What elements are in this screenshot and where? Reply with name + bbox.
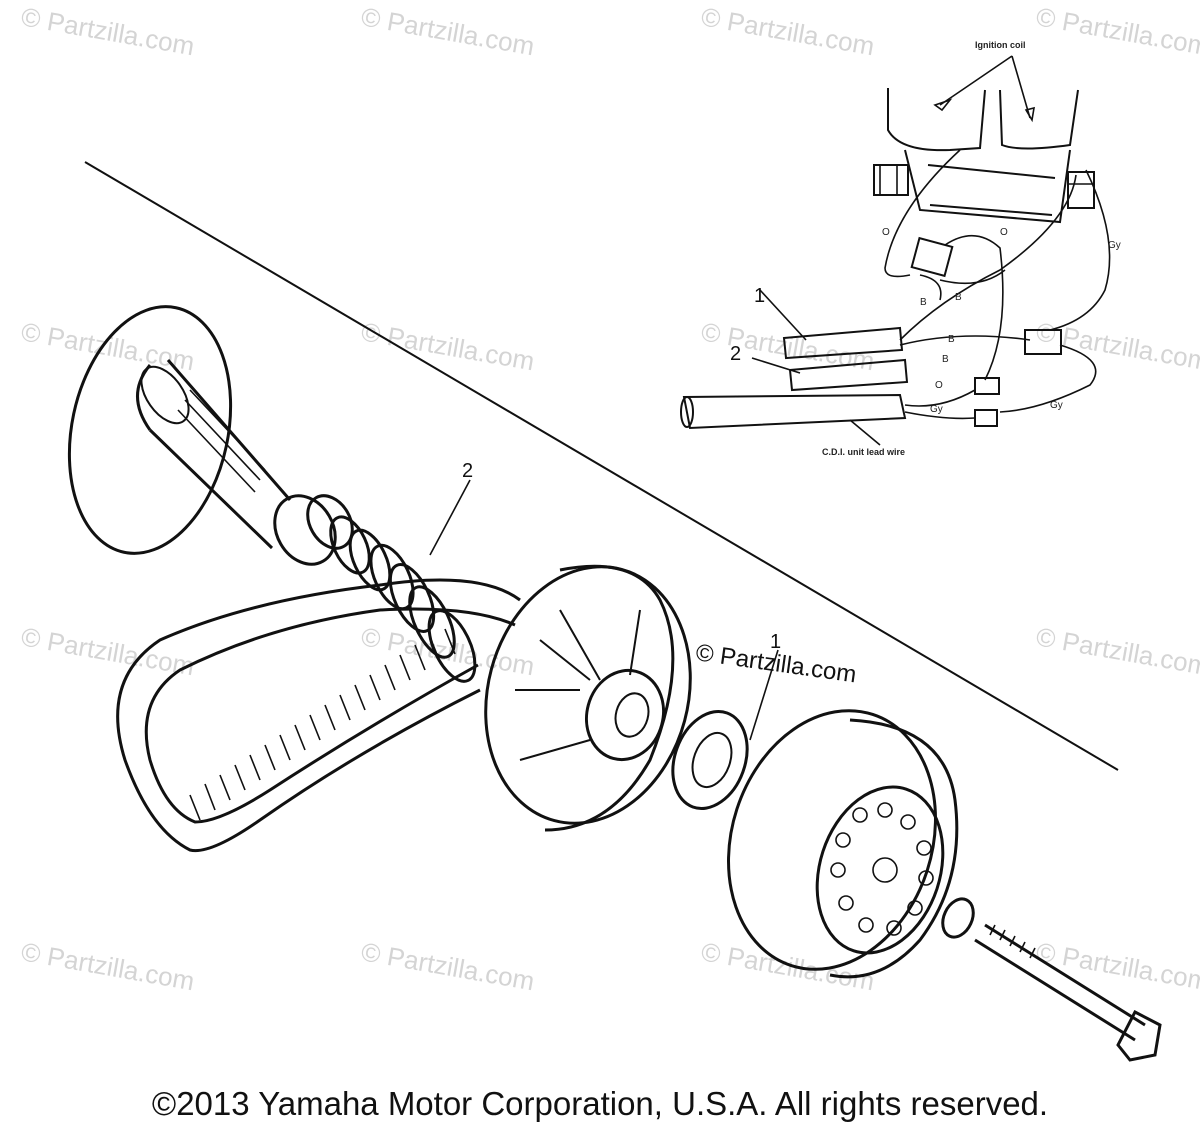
watermark: © Partzilla.com (699, 316, 877, 376)
wire-color: Gy (930, 404, 943, 415)
ignition-coil-label: Ignition coil (975, 40, 1026, 50)
wire-color: B (948, 334, 955, 345)
watermark: © Partzilla.com (359, 316, 537, 376)
wire-color: Gy (1108, 240, 1121, 251)
wire-color: B (942, 354, 949, 365)
wire-color: B (955, 292, 962, 303)
wire-color: B (920, 297, 927, 308)
wire-color: Gy (1050, 400, 1063, 411)
callout-washer: 1 (770, 631, 781, 653)
watermark: © Partzilla.com (359, 936, 537, 996)
watermark: © Partzilla.com (1034, 621, 1200, 681)
sheave-disc (67, 305, 233, 555)
watermark: © Partzilla.com (19, 936, 197, 996)
watermark: © Partzilla.com (1034, 316, 1200, 376)
inset-callout-1: 1 (754, 285, 765, 307)
bolt-head (1116, 1009, 1162, 1062)
divider-line (84, 161, 1119, 771)
watermark: © Partzilla.com (19, 621, 197, 681)
bolt-washer (941, 897, 975, 939)
callout-spring: 2 (462, 460, 473, 482)
drum-holes (830, 802, 934, 936)
copyright-notice: ©2013 Yamaha Motor Corporation, U.S.A. A… (151, 1085, 1049, 1122)
wire-color: O (882, 227, 890, 238)
watermark-grid: © Partzilla.com © Partzilla.com © Partzi… (19, 1, 1200, 996)
belt-teeth (189, 628, 456, 821)
inset-callout-2: 2 (730, 343, 741, 365)
cdi-label: C.D.I. unit lead wire (822, 447, 905, 457)
drive-belt (116, 578, 521, 853)
washer (671, 710, 749, 810)
watermark: © Partzilla.com (699, 936, 877, 996)
watermark: © Partzilla.com (19, 1, 197, 61)
watermark: © Partzilla.com (699, 1, 877, 61)
watermark: © Partzilla.com (19, 316, 197, 376)
watermark: © Partzilla.com (1034, 1, 1200, 61)
shaft-end (136, 364, 152, 431)
watermark: © Partzilla.com (1034, 936, 1200, 996)
ignition-coil-inset: Ignition coil 1 2 (680, 40, 1121, 457)
shaft (148, 359, 292, 550)
clutch-assembly: 2 1 © Partzilla.com (67, 305, 1162, 1062)
wire-color: O (935, 380, 943, 391)
watermark: © Partzilla.com (359, 1, 537, 61)
wire-color: O (1000, 227, 1008, 238)
